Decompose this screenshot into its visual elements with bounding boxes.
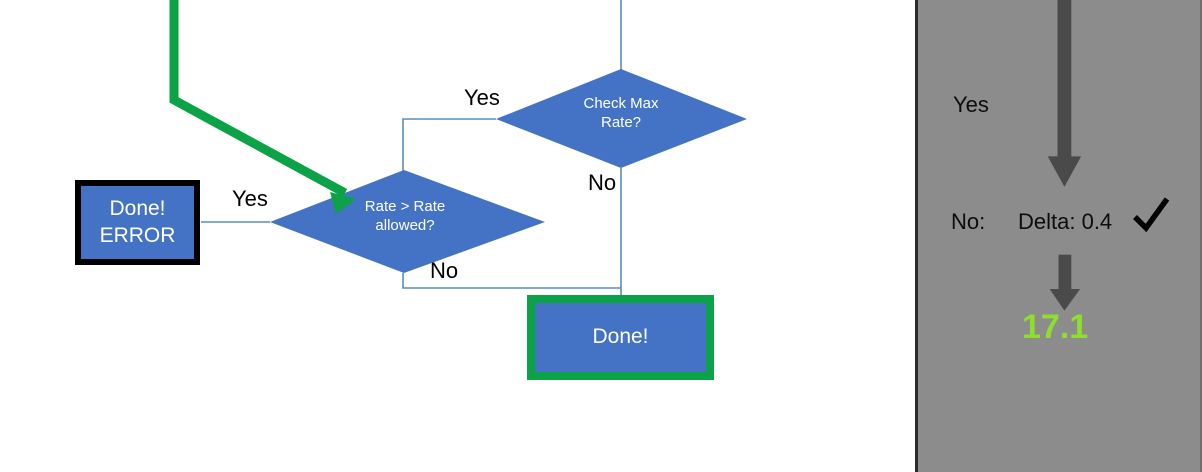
- node-done-error-label: Done! ERROR: [100, 196, 176, 249]
- right-gray-panel: Yes No: Delta: 0.4 17.1: [915, 0, 1202, 472]
- node-done-error-line2: ERROR: [99, 223, 176, 247]
- panel-result-value: 17.1: [1022, 308, 1089, 346]
- decision-rate-check-shape[interactable]: [270, 170, 545, 273]
- decision-check-max-rate-shape[interactable]: [496, 69, 747, 168]
- highlight-path: [169, 0, 356, 214]
- check-mark-icon: [1133, 197, 1170, 233]
- highlight-path-line: [169, 0, 348, 197]
- connector-rate-no: [402, 273, 621, 289]
- node-done-label: Done!: [592, 325, 649, 349]
- panel-no-label: No:: [951, 209, 986, 234]
- node-done-error-line1: Done!: [109, 197, 166, 221]
- panel-arrows: [1047, 0, 1082, 311]
- node-done-error[interactable]: Done! ERROR: [75, 180, 200, 265]
- node-done[interactable]: Done!: [527, 295, 714, 380]
- connector-check-max-yes: [402, 118, 496, 171]
- panel-yes-label: Yes: [953, 92, 989, 117]
- flow-connectors: [201, 0, 622, 295]
- edge-label-check-max-no: No: [588, 170, 617, 195]
- arrow-down-long-icon: [1047, 0, 1082, 187]
- edge-label-rate-yes: Yes: [232, 186, 268, 211]
- edge-label-rate-no: No: [430, 258, 459, 283]
- panel-delta-label: Delta: 0.4: [1018, 209, 1113, 234]
- edge-label-check-max-yes: Yes: [464, 85, 500, 110]
- arrow-down-short-icon: [1049, 254, 1081, 311]
- highlight-arrowhead-icon: [330, 192, 356, 214]
- flowchart-canvas: [169, 0, 747, 295]
